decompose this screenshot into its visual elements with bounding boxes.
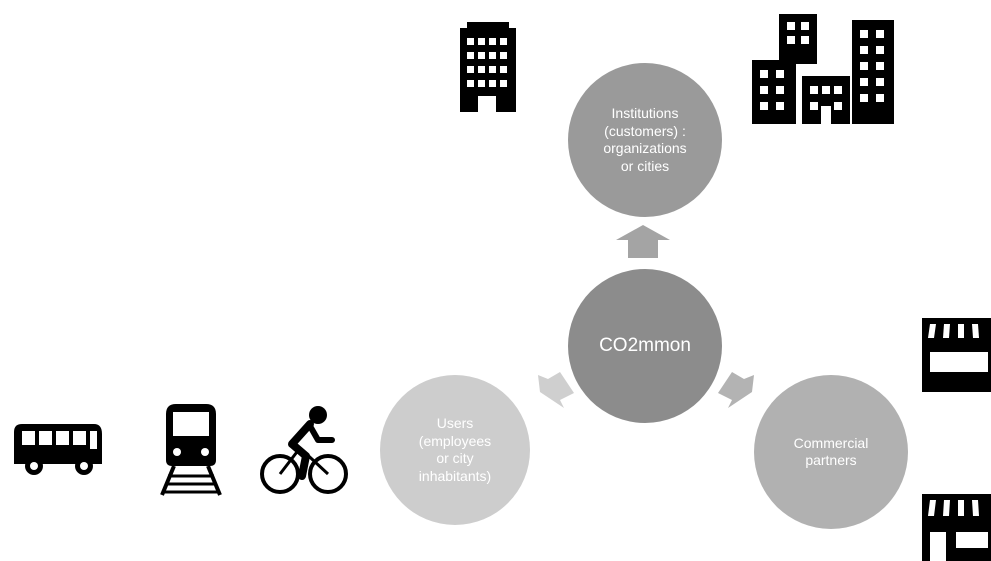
users-label: Users (employees or city inhabitants)	[418, 415, 492, 484]
storefront-icon	[922, 318, 991, 392]
circle-users	[380, 375, 530, 525]
arrow-to-partners	[718, 372, 754, 408]
arrow-to-users	[538, 372, 574, 408]
city-buildings-icon	[752, 14, 894, 124]
partners-label: Commercial partners	[793, 434, 869, 469]
office-building-icon	[460, 22, 516, 112]
train-icon	[160, 404, 222, 496]
circle-center	[568, 269, 722, 423]
cyclist-icon	[260, 406, 348, 494]
institutions-label: Institutions (customers) : organizations…	[603, 105, 687, 174]
circle-institutions	[568, 63, 722, 217]
shop-icon	[922, 494, 991, 561]
bus-icon	[14, 424, 102, 475]
arrow-to-institutions	[616, 225, 670, 258]
circle-partners	[754, 375, 908, 529]
center-label: CO2mmon	[599, 335, 691, 357]
